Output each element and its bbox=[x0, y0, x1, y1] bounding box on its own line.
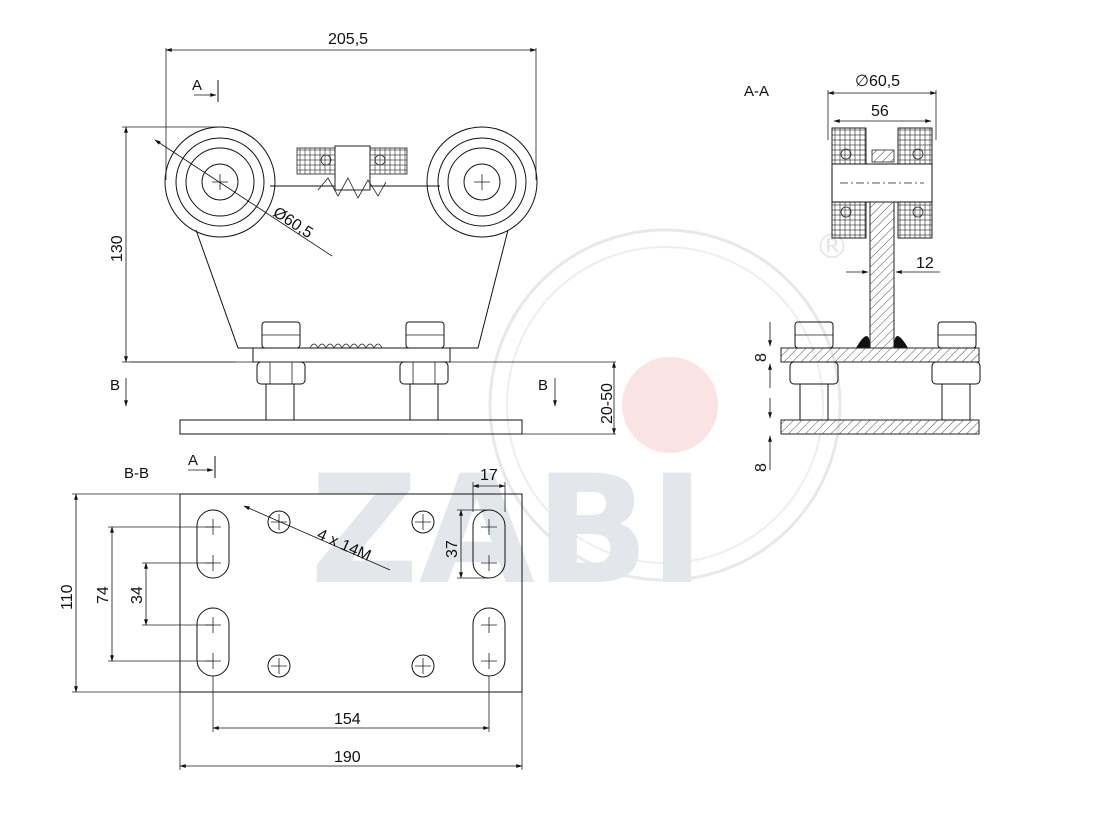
front-view: 205,5 A Ø60,5 130 bbox=[109, 31, 616, 435]
dim-range-label: 20-50 bbox=[599, 383, 616, 424]
guide-roller-axle bbox=[334, 145, 371, 191]
dim-plate-bottom-label: 8 bbox=[753, 463, 770, 472]
aa-top-plate bbox=[780, 347, 980, 363]
bearing-ball bbox=[840, 148, 852, 160]
right-wheel-mid bbox=[437, 137, 527, 227]
threaded-hole bbox=[267, 654, 291, 678]
left-wheel-mid bbox=[175, 137, 265, 227]
right-wheel-section-top bbox=[897, 127, 933, 165]
dim-holes-leader bbox=[243, 505, 391, 571]
aa-left-bolt bbox=[799, 383, 829, 421]
top-plate bbox=[252, 347, 451, 363]
section-bb-marker: A bbox=[188, 452, 198, 469]
dim-74-label: 74 bbox=[95, 586, 112, 604]
slot-top-left bbox=[196, 509, 230, 579]
section-bb-title: B-B bbox=[124, 465, 149, 482]
section-bb-view: B-B A 4 x 14M 17 bbox=[59, 452, 523, 770]
web-section bbox=[869, 201, 895, 349]
right-lower-nut bbox=[399, 361, 449, 385]
dim-plate-top-label: 8 bbox=[753, 353, 770, 362]
dim-34-label: 34 bbox=[129, 586, 146, 604]
aa-bottom-plate bbox=[780, 419, 980, 435]
hole-center-marks bbox=[271, 514, 431, 674]
axle-key bbox=[871, 149, 895, 163]
watermark-ring bbox=[488, 228, 842, 582]
bottom-plate bbox=[179, 419, 523, 435]
dim-diameter-label: ∅60,5 bbox=[855, 73, 900, 90]
bearing-ball bbox=[840, 206, 852, 218]
threaded-hole bbox=[411, 510, 435, 534]
section-marker-b-right: B bbox=[538, 377, 548, 394]
aa-right-lower-nut bbox=[931, 361, 981, 385]
weld-right bbox=[894, 336, 908, 348]
weld-left bbox=[856, 336, 870, 348]
right-wheel-hub bbox=[463, 163, 501, 201]
left-bolt bbox=[265, 383, 295, 421]
aa-left-lower-nut bbox=[789, 361, 839, 385]
right-wheel-outer bbox=[426, 126, 538, 238]
dim-width-label: 205,5 bbox=[328, 31, 368, 48]
left-lower-nut bbox=[256, 361, 306, 385]
left-wheel-section-bottom bbox=[831, 201, 867, 239]
right-bolt bbox=[409, 383, 439, 421]
watermark-ring-inner bbox=[506, 246, 824, 564]
bearing-ball bbox=[374, 154, 386, 166]
dim-web-label: 12 bbox=[916, 255, 934, 272]
base-plate bbox=[179, 493, 523, 693]
dim-56-label: 56 bbox=[871, 103, 889, 120]
left-wheel-inner bbox=[185, 147, 255, 217]
aa-right-bolt bbox=[941, 383, 971, 421]
threaded-hole bbox=[411, 654, 435, 678]
bearing-ball bbox=[912, 206, 924, 218]
left-wheel-section-top bbox=[831, 127, 867, 165]
section-aa-title: A-A bbox=[744, 83, 769, 100]
right-wheel-inner bbox=[447, 147, 517, 217]
bearing-ball bbox=[912, 148, 924, 160]
watermark-text: ZABI bbox=[310, 444, 705, 618]
spring bbox=[317, 177, 387, 199]
dim-height-label: 130 bbox=[109, 235, 126, 262]
dim-slot-len-label: 37 bbox=[444, 540, 461, 558]
watermark: ZABI ® bbox=[310, 227, 849, 618]
left-wheel-hub bbox=[201, 163, 239, 201]
dim-bb-height-label: 110 bbox=[59, 584, 76, 610]
dim-154-label: 154 bbox=[334, 711, 361, 728]
watermark-red-dot bbox=[622, 357, 718, 453]
dim-wheel-leader bbox=[154, 139, 333, 257]
dim-190-label: 190 bbox=[334, 749, 361, 766]
dim-wheel-label: Ø60,5 bbox=[270, 204, 316, 242]
threaded-hole bbox=[267, 510, 291, 534]
carriage-body bbox=[195, 229, 509, 349]
right-wheel-section-bottom bbox=[897, 201, 933, 239]
section-aa-view: A-A ∅60,5 56 12 bbox=[744, 73, 981, 472]
section-marker-b-left: B bbox=[110, 377, 120, 394]
dim-slot-width-label: 17 bbox=[480, 467, 498, 484]
weld-seam bbox=[309, 343, 383, 349]
bearing-ball bbox=[320, 154, 332, 166]
section-marker-a: A bbox=[192, 77, 202, 94]
